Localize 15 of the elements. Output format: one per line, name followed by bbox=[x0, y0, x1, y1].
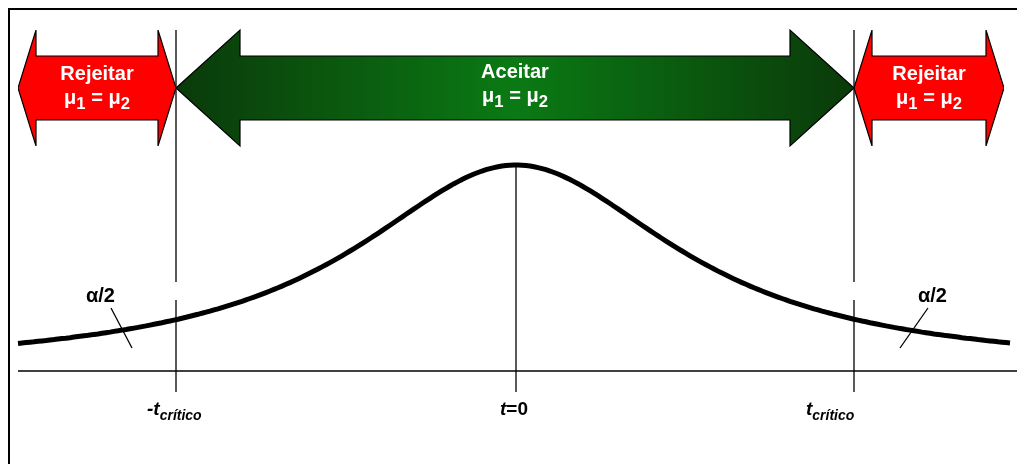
hypothesis-label: μ$_{1}$ = μ$_{2}$ bbox=[64, 84, 130, 115]
region-label: Rejeitar bbox=[60, 60, 134, 85]
hypothesis-label: μ$_{1}$ = μ$_{2}$ bbox=[896, 84, 962, 115]
accept-region-arrow bbox=[175, 28, 855, 148]
tail-area-label: α/2 bbox=[86, 284, 115, 307]
axis-tick-label: t=0 bbox=[500, 398, 528, 420]
edge-label: Aceitar μ$_{1}$ = μ$_{2}$ bbox=[480, 59, 550, 113]
leader-line bbox=[899, 307, 929, 349]
reject-region-arrow bbox=[18, 30, 176, 146]
axis-tick-label: t$_{crítico}$ bbox=[806, 398, 855, 423]
leader-line bbox=[110, 307, 133, 349]
reject-region-arrow bbox=[854, 30, 1004, 146]
axis-tick-label: -t$_{crítico}$ bbox=[147, 398, 202, 423]
region-label: Rejeitar bbox=[892, 60, 966, 85]
tail-area-label: α/2 bbox=[918, 284, 947, 307]
